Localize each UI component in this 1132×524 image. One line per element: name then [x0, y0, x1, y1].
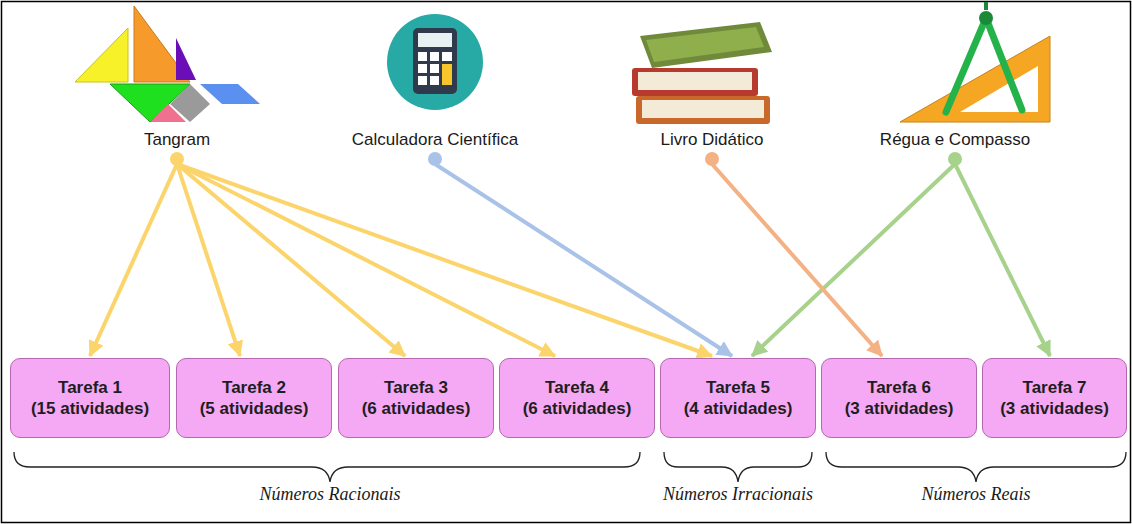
- resource-arrow: [177, 164, 555, 356]
- resource-label: Calculadora Científica: [348, 130, 522, 150]
- group-brace: [14, 452, 640, 482]
- calculator-key: [418, 76, 427, 85]
- task-box: Tarefa 4 (6 atividades): [499, 358, 655, 438]
- calculator-screen: [418, 33, 452, 47]
- resource-label: Régua e Compasso: [876, 130, 1034, 150]
- task-title: Tarefa 6 (3 atividades): [845, 377, 954, 420]
- task-box: Tarefa 1 (15 atividades): [10, 358, 170, 438]
- task-title: Tarefa 4 (6 atividades): [523, 377, 632, 420]
- calculator-key: [430, 52, 439, 61]
- compass-leg: [946, 18, 986, 112]
- calculator-icon: [387, 14, 483, 110]
- tangram-piece: [170, 84, 210, 122]
- book-pages: [642, 100, 764, 118]
- calculator-key: [430, 64, 439, 73]
- resource-name: Régua e Compasso: [880, 130, 1030, 150]
- calculator-key: [418, 52, 427, 61]
- compass-leg: [986, 18, 1022, 110]
- resource-name: Calculadora Científica: [352, 130, 518, 150]
- resource-arrow: [435, 164, 732, 356]
- tangram-piece: [75, 28, 128, 82]
- tangram-piece: [200, 84, 260, 104]
- source-dot: [170, 152, 184, 166]
- task-box: Tarefa 2 (5 atividades): [176, 358, 332, 438]
- book: [640, 22, 772, 68]
- task-box: Tarefa 7 (3 atividades): [982, 358, 1127, 438]
- task-title: Tarefa 5 (4 atividades): [684, 377, 793, 420]
- resource-arrow: [712, 164, 882, 356]
- resource-name: Livro Didático: [661, 130, 764, 150]
- book: [632, 68, 758, 96]
- task-box: Tarefa 6 (3 atividades): [821, 358, 977, 438]
- group-label: Números Reais: [919, 484, 1034, 505]
- calculator-body: [413, 28, 457, 94]
- task-title: Tarefa 3 (6 atividades): [362, 377, 471, 420]
- resource-arrow: [177, 164, 712, 356]
- task-title: Tarefa 2 (5 atividades): [200, 377, 309, 420]
- set-square-hole: [960, 66, 1038, 112]
- resource-label: Livro Didático: [657, 130, 768, 150]
- calculator-key: [418, 64, 427, 73]
- source-dot: [948, 152, 962, 166]
- resource-label: Tangram: [140, 130, 214, 150]
- compass-hinge: [979, 11, 993, 25]
- resource-arrow: [955, 164, 1050, 356]
- book-cover: [646, 27, 764, 62]
- resource-arrow: [752, 164, 955, 356]
- resource-name: Tangram: [144, 130, 210, 150]
- calculator-key: [442, 64, 452, 85]
- task-box: Tarefa 3 (6 atividades): [338, 358, 494, 438]
- group-label: Números Irracionais: [660, 484, 816, 505]
- book-pages: [638, 72, 752, 90]
- book: [636, 96, 770, 124]
- task-title: Tarefa 1 (15 atividades): [31, 377, 149, 420]
- resource-arrow: [177, 164, 405, 356]
- resource-arrow: [90, 164, 177, 356]
- group-brace: [664, 452, 812, 482]
- group-label: Números Racionais: [257, 484, 404, 505]
- calculator-key: [430, 76, 439, 85]
- tangram-piece: [176, 38, 196, 80]
- calculator-key: [442, 52, 452, 61]
- compass-handle: [984, 2, 988, 10]
- source-dot: [428, 152, 442, 166]
- task-box: Tarefa 5 (4 atividades): [660, 358, 816, 438]
- group-brace: [826, 452, 1126, 482]
- source-dot: [705, 152, 719, 166]
- task-title: Tarefa 7 (3 atividades): [1000, 377, 1109, 420]
